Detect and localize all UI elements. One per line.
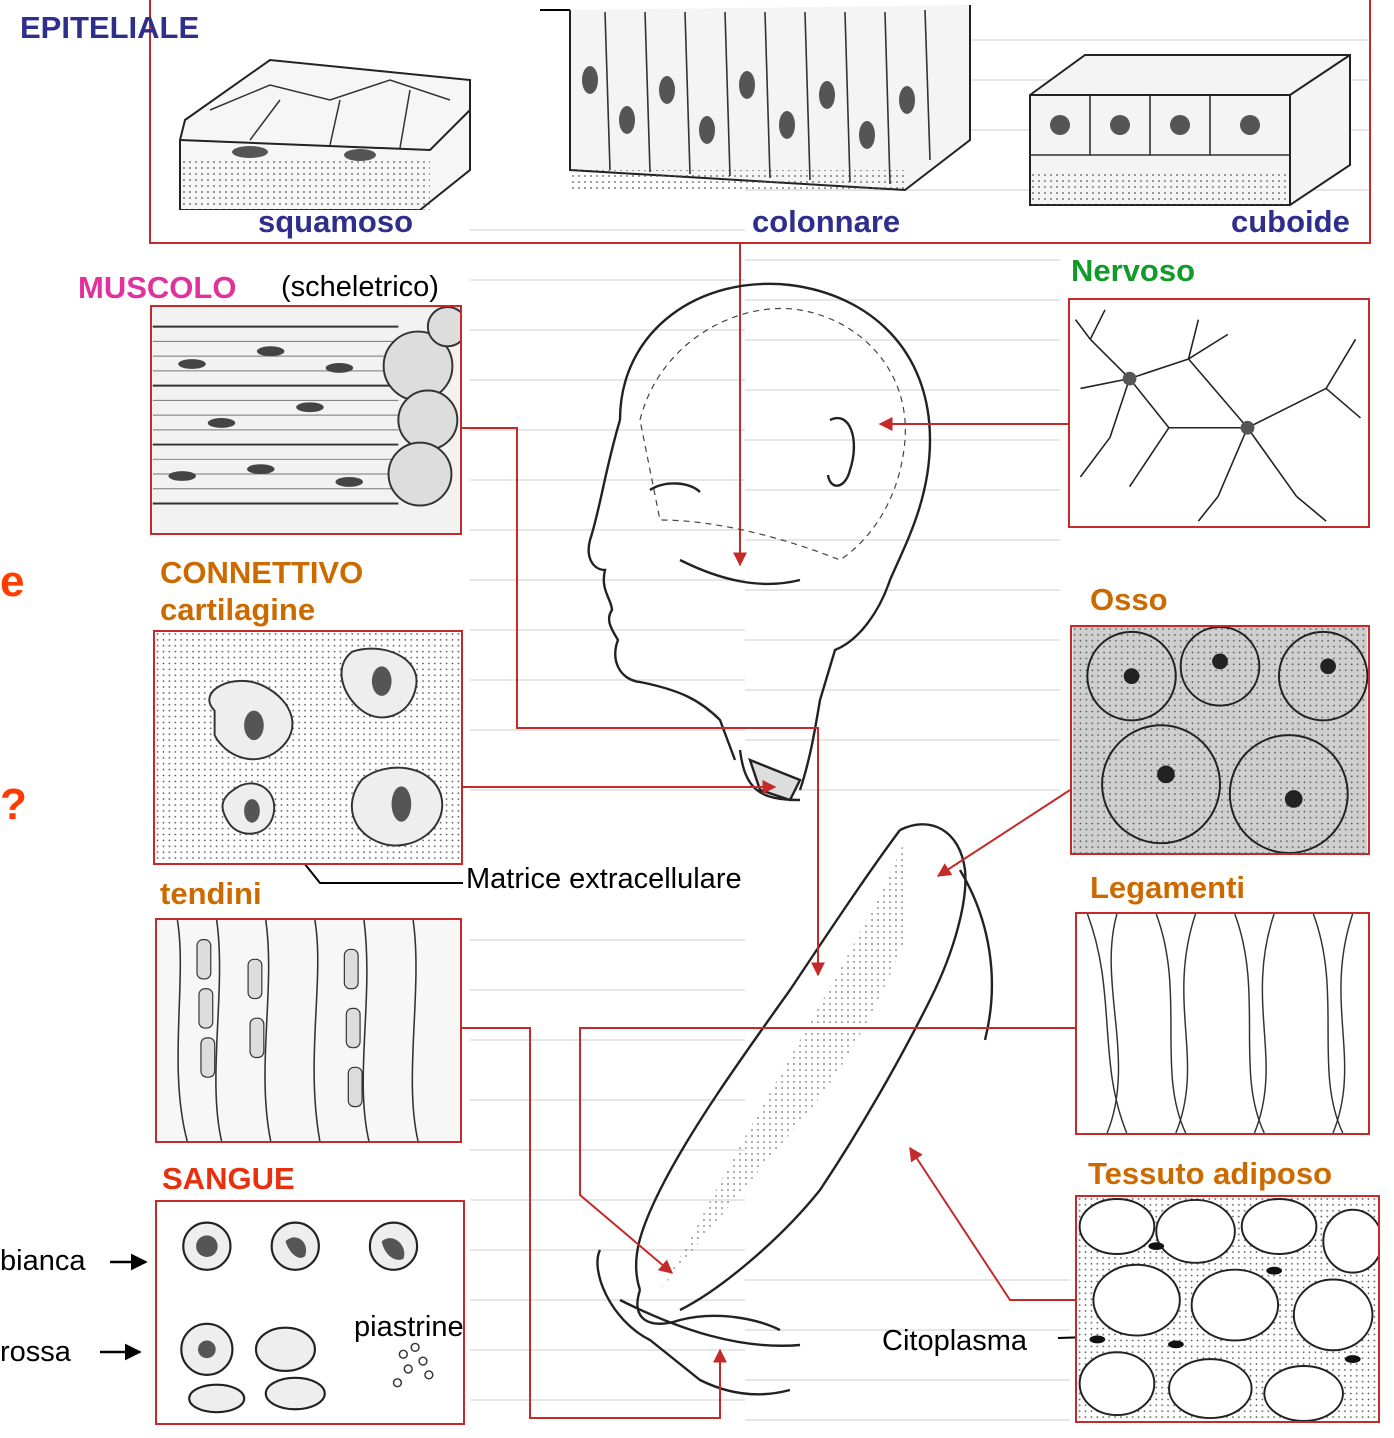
cytoplasm-label: Citoplasma xyxy=(882,1327,1027,1356)
cuboidal-epithelium-image xyxy=(1025,35,1360,210)
nervous-title: Nervoso xyxy=(1071,255,1195,286)
human-figure xyxy=(589,284,992,1394)
side-fragment-question: ? xyxy=(0,783,27,827)
tendon-image xyxy=(155,918,462,1143)
ligament-label: Legamenti xyxy=(1090,872,1245,903)
columnar-epithelium-image xyxy=(565,0,975,195)
adipose-label: Tessuto adiposo xyxy=(1088,1158,1332,1189)
red-cell-label: rossa xyxy=(0,1338,71,1367)
nervous-tissue-image xyxy=(1068,298,1370,528)
adipose-tissue-image xyxy=(1075,1195,1380,1423)
connective-title: CONNETTIVO xyxy=(160,557,363,588)
blood-title: SANGUE xyxy=(162,1163,295,1194)
squamous-epithelium-image xyxy=(170,40,475,210)
side-fragment-e: e xyxy=(0,560,24,604)
white-cell-label: bianca xyxy=(0,1247,85,1276)
bone-label: Osso xyxy=(1090,584,1168,615)
cartilage-image xyxy=(153,630,463,865)
epithelial-title: EPITELIALE xyxy=(20,12,199,43)
ligament-image xyxy=(1075,912,1370,1135)
extracellular-matrix-label: Matrice extracellulare xyxy=(466,865,742,894)
platelets-label: piastrine xyxy=(354,1313,464,1342)
squamous-label: squamoso xyxy=(258,206,413,237)
skeletal-label: (scheletrico) xyxy=(281,273,439,302)
columnar-label: colonnare xyxy=(752,206,900,237)
cuboidal-label: cuboide xyxy=(1231,206,1350,237)
bone-image xyxy=(1070,625,1370,855)
muscle-title: MUSCOLO xyxy=(78,272,236,303)
tendon-label: tendini xyxy=(160,878,262,909)
cartilage-label: cartilagine xyxy=(160,594,315,625)
skeletal-muscle-image xyxy=(150,305,462,535)
